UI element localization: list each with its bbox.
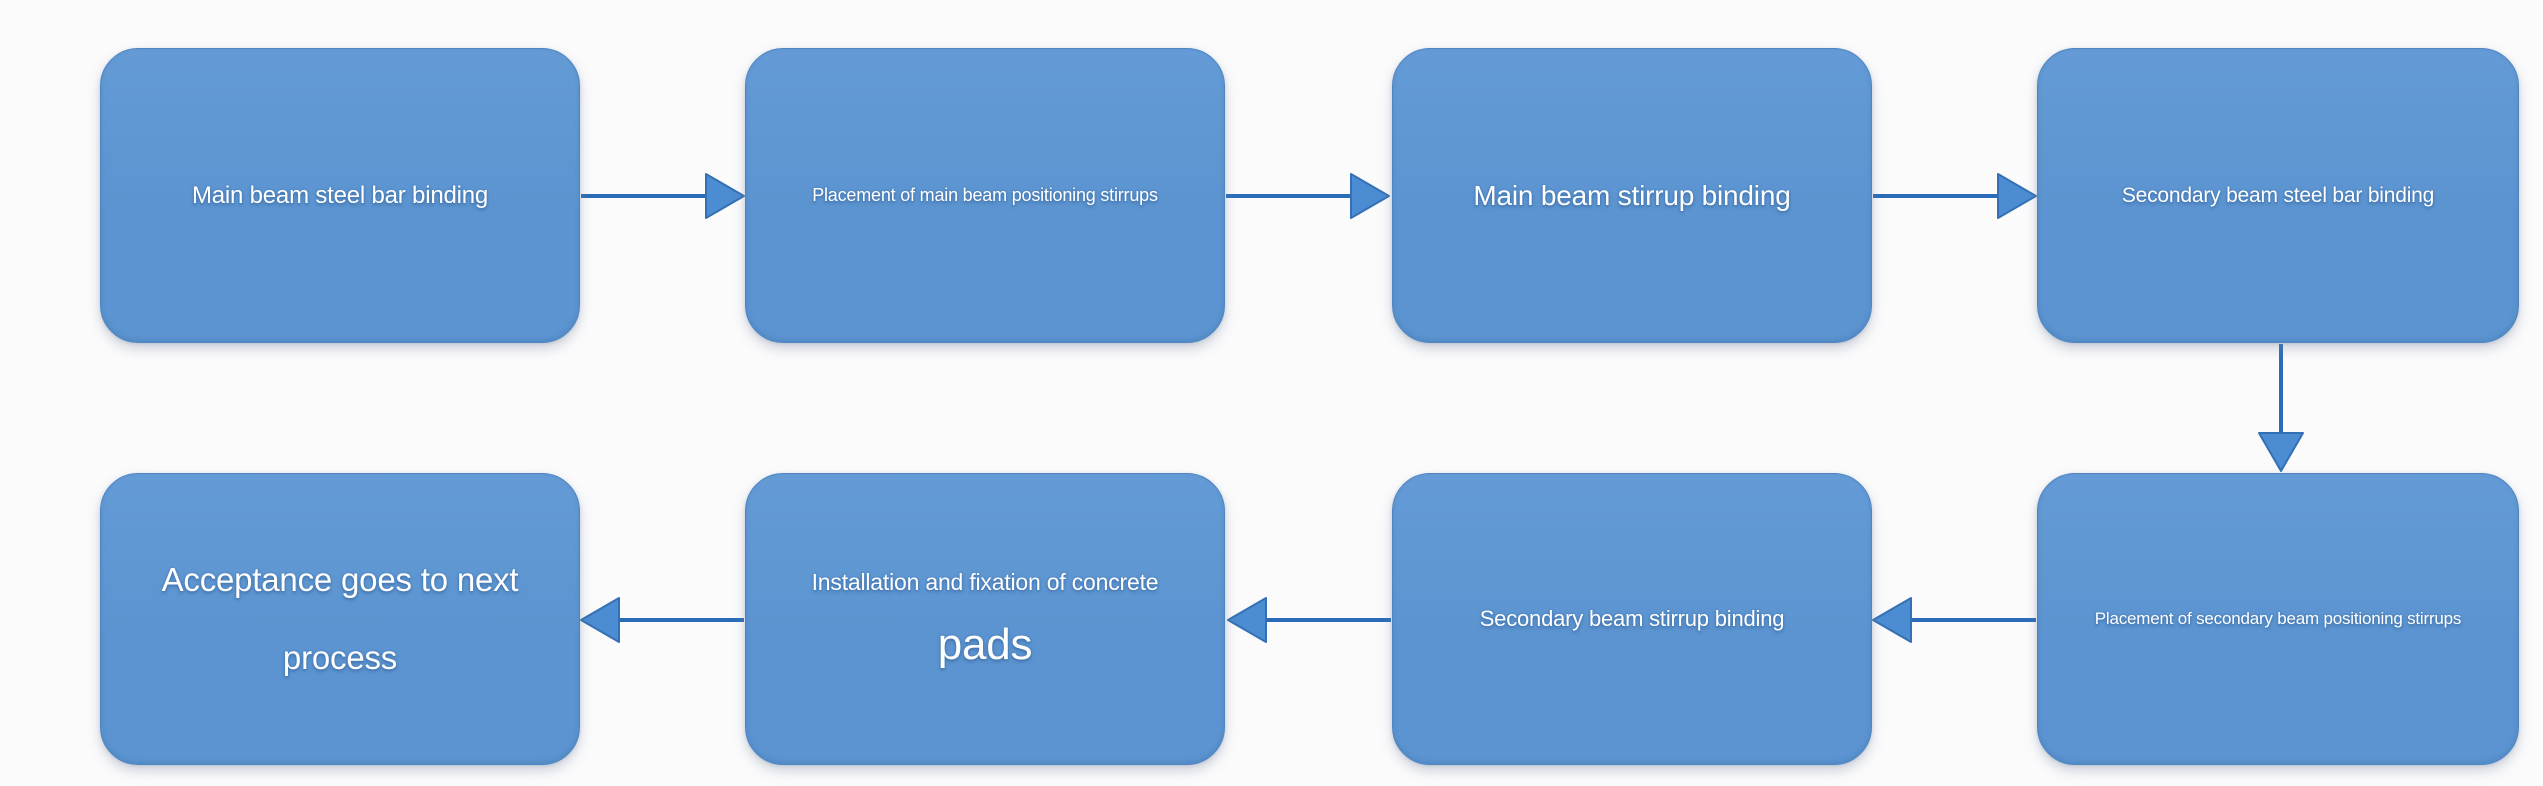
node-label-line-2: process: [282, 639, 398, 676]
flow-node-secondary-beam-steel-bar-binding: Secondary beam steel bar binding: [2037, 48, 2519, 343]
arrow-node6-to-node7: [1227, 597, 1391, 643]
flow-node-placement-of-main-beam-positioning-stirrups: Placement of main beam positioning stirr…: [745, 48, 1225, 343]
node-label: Secondary beam stirrup binding: [1479, 606, 1785, 631]
flow-node-main-beam-steel-bar-binding: Main beam steel bar binding: [100, 48, 580, 343]
arrow-node5-to-node6: [1872, 597, 2036, 643]
node-label: Main beam steel bar binding: [191, 181, 489, 209]
arrow-node2-to-node3: [1226, 173, 1390, 219]
node-label: Placement of main beam positioning stirr…: [812, 185, 1158, 205]
arrow-node4-to-node5: [2258, 344, 2304, 472]
arrow-node7-to-node8: [580, 597, 744, 643]
arrow-node1-to-node2: [581, 173, 745, 219]
flow-node-acceptance-goes-to-next-process: Acceptance goes to next process: [100, 473, 580, 765]
node-label-line-1: Acceptance goes to next: [161, 561, 519, 598]
node-label-line-2: pads: [937, 619, 1033, 669]
flow-node-placement-of-secondary-beam-positioning-stirrups: Placement of secondary beam positioning …: [2037, 473, 2519, 765]
node-label: Secondary beam steel bar binding: [2121, 183, 2435, 207]
node-label: Main beam stirrup binding: [1473, 179, 1791, 211]
node-label: Placement of secondary beam positioning …: [2094, 609, 2462, 628]
flow-node-installation-and-fixation-of-concrete-pads: Installation and fixation of concrete pa…: [745, 473, 1225, 765]
flow-node-main-beam-stirrup-binding: Main beam stirrup binding: [1392, 48, 1872, 343]
flow-node-secondary-beam-stirrup-binding: Secondary beam stirrup binding: [1392, 473, 1872, 765]
arrow-node3-to-node4: [1873, 173, 2037, 219]
node-label-line-1: Installation and fixation of concrete: [811, 568, 1159, 595]
